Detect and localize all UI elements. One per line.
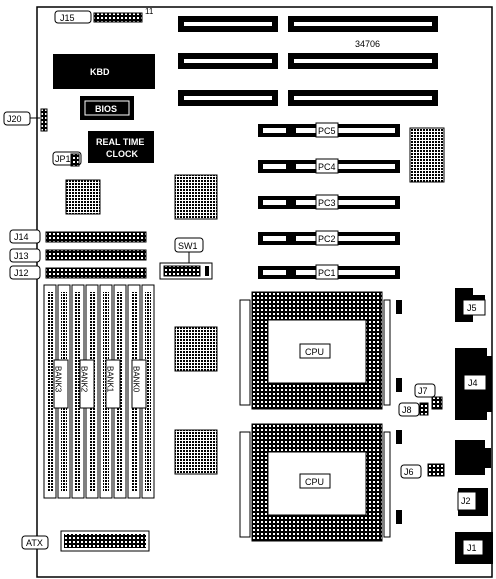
j5-label: J5 — [467, 303, 477, 313]
j1-connector: J1 — [455, 532, 493, 564]
bios-chip: BIOS — [80, 96, 134, 120]
pc1-label: PC1 — [318, 268, 336, 278]
j15-pin-label: 11 — [145, 7, 154, 16]
cpu2-label: CPU — [305, 477, 324, 487]
bank3-label: BANK3 — [54, 366, 63, 393]
pc2-label: PC2 — [318, 234, 336, 244]
jp15-label: JP15 — [55, 154, 76, 164]
j15-label: J15 — [60, 13, 75, 23]
atx-power-connector: ATX — [21, 530, 150, 552]
j20-jumper: J20 — [3, 108, 48, 132]
pc3-label: PC3 — [318, 198, 336, 208]
j2-connector: J2 — [457, 488, 488, 516]
cpu-socket-2: CPU — [239, 423, 402, 542]
j4-connector: J4 — [455, 348, 492, 420]
j12-label: J12 — [14, 268, 29, 278]
cpu-socket-1: CPU — [239, 291, 402, 410]
bank0-label: BANK0 — [132, 366, 141, 393]
bank2-label: BANK2 — [80, 366, 89, 393]
j7-label: J7 — [418, 386, 428, 396]
kbd-label: KBD — [90, 67, 110, 77]
cpu1-label: CPU — [305, 347, 324, 357]
top-expansion-slots — [178, 16, 438, 106]
j14-label: J14 — [14, 232, 29, 242]
real-time-clock-chip: REAL TIME CLOCK — [88, 131, 154, 163]
pc5-label: PC5 — [318, 126, 336, 136]
pc4-label: PC4 — [318, 162, 336, 172]
j13-connector: J13 — [9, 248, 147, 263]
bank1-label: BANK1 — [106, 366, 115, 393]
bank-labels: BANK3 BANK2 BANK1 BANK0 — [53, 359, 147, 409]
bios-label: BIOS — [95, 104, 117, 114]
j7-jumper: J7 — [414, 383, 443, 410]
j1-label: J1 — [467, 543, 477, 553]
j6-label: J6 — [404, 467, 414, 477]
sw1-switch: SW1 — [159, 237, 213, 280]
j14-connector: J14 — [9, 229, 147, 244]
pci-slots: PC5 PC4 PC3 PC2 PC1 — [258, 122, 400, 280]
j2-label: J2 — [461, 496, 471, 506]
j15-connector: J15 11 — [54, 7, 154, 24]
j13-label: J13 — [14, 251, 29, 261]
square-chips — [65, 127, 445, 475]
j8-label: J8 — [402, 405, 412, 415]
j5-connector: J5 — [455, 288, 486, 322]
part-number: 34706 — [355, 39, 380, 49]
j20-label: J20 — [7, 114, 22, 124]
rtc-label-line1: REAL TIME — [96, 137, 144, 147]
kbd-chip: KBD — [53, 54, 155, 89]
j12-connector: J12 — [9, 265, 147, 280]
atx-label: ATX — [26, 538, 43, 548]
j4-label: J4 — [468, 378, 478, 388]
sw1-label: SW1 — [178, 241, 198, 251]
j8-jumper: J8 — [398, 402, 429, 417]
jp15-jumper: JP15 — [52, 151, 82, 167]
rear-port — [455, 440, 491, 475]
j6-connector: J6 — [400, 463, 445, 479]
rtc-label-line2: CLOCK — [106, 149, 138, 159]
